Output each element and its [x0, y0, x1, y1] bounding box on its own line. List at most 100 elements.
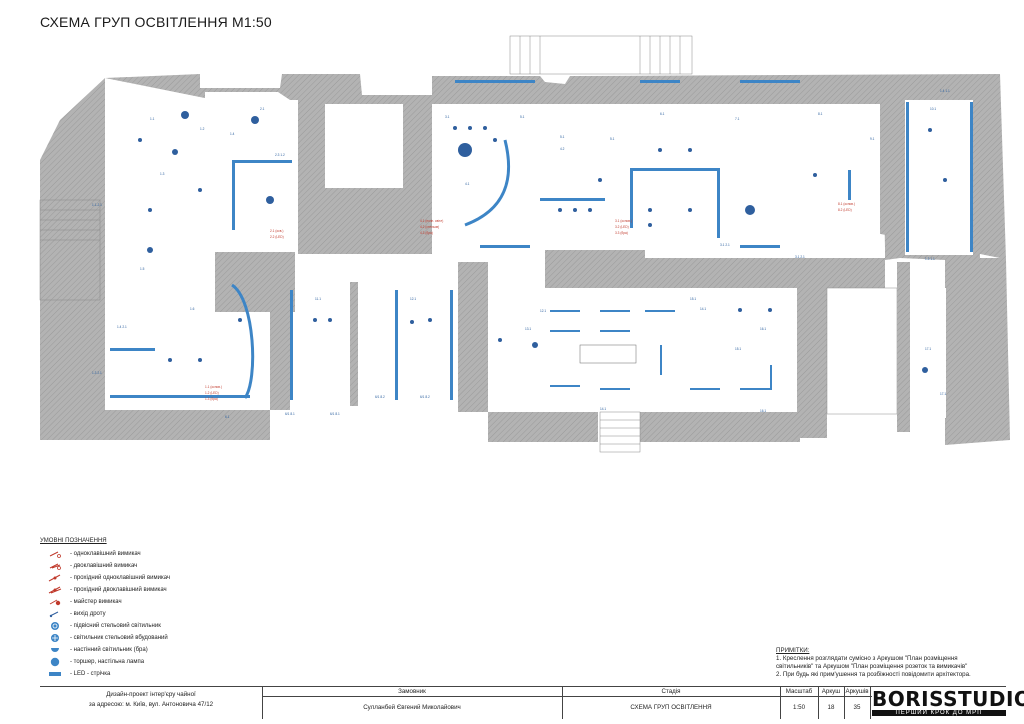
bar-counter [464, 139, 511, 227]
plan-group-label: 10.1 [930, 107, 936, 111]
notes-heading: ПРИМІТКИ: [776, 647, 810, 654]
svg-text:3.1 2.1: 3.1 2.1 [720, 243, 730, 247]
legend-item: - прохідний одноклавішний вимикач [40, 572, 300, 584]
svg-text:1.1-2.1: 1.1-2.1 [92, 203, 102, 207]
rooms [108, 92, 973, 418]
svg-text:3.3 (бра): 3.3 (бра) [615, 231, 628, 235]
legend-label: - двоклавішний вимикач [70, 563, 138, 569]
legend-item: - двоклавішний вимикач [40, 560, 300, 572]
project-line-2: за адресою: м. Київ, вул. Антоновича 47/… [88, 701, 214, 708]
svg-text:4.2 (стельов): 4.2 (стельов) [420, 225, 439, 229]
studio-logo: BORISSTUDIO ПЕРШИЙ КРОК ДО МРІЇ [872, 687, 1024, 717]
legend-item: - підвісний стельовий світильник [40, 620, 300, 632]
plan-group-label: 16.1 [760, 327, 766, 331]
svg-text:1.1 (основ.): 1.1 (основ.) [205, 385, 222, 389]
svg-text:1.3 1.1: 1.3 1.1 [925, 257, 935, 261]
legend: УМОВНІ ПОЗНАЧЕННЯ - одноклавішний вимика… [40, 538, 300, 680]
passthrough-double-switch-icon [40, 586, 70, 594]
plan-group-label: 7.1 [735, 117, 740, 121]
drawing-title: СХЕМА ГРУП ОСВІТЛЕННЯ М1:50 [40, 14, 272, 30]
sheets-header: Аркушів [845, 688, 869, 695]
room-labels: 1.1-2.1 1.4 2.1 1.3 2.1 6.1 2.3 1.2 6/1 … [92, 89, 950, 419]
legend-label: - вихід дроту [70, 611, 106, 617]
plan-group-label: 1.1 [150, 117, 155, 121]
recessed-ceiling-light-icon [40, 633, 70, 643]
double-switch-icon [40, 562, 70, 570]
svg-text:2.3 1.2: 2.3 1.2 [275, 153, 285, 157]
plan-group-label: 11.1 [315, 297, 321, 301]
legend-label: - торшер, настільна лампа [70, 659, 145, 665]
svg-text:6/1 8.1: 6/1 8.1 [285, 412, 295, 416]
plan-group-label: 15.1 [735, 347, 741, 351]
plan-group-label: 9.1 [870, 137, 875, 141]
legend-label: - одноклавішний вимикач [70, 551, 141, 557]
svg-text:2.1 (осв.): 2.1 (осв.) [270, 229, 283, 233]
svg-text:3.1 2.1: 3.1 2.1 [795, 255, 805, 259]
legend-heading: УМОВНІ ПОЗНАЧЕННЯ [40, 538, 107, 544]
reception-curve [231, 283, 255, 399]
legend-item: - одноклавішний вимикач [40, 548, 300, 560]
legend-label: - майстер вимикач [70, 599, 122, 605]
notes: ПРИМІТКИ: 1. Креслення розглядати сумісн… [776, 647, 1006, 679]
switch-annotations: 4.1 (ночн. світл) 4.2 (стельов) 4.3 (бра… [205, 202, 855, 401]
legend-label: - світильник стельовий вбудований [70, 635, 168, 641]
svg-text:2.2 (LED): 2.2 (LED) [270, 235, 284, 239]
plan-group-label: 14.1 [700, 307, 706, 311]
legend-item: - майстер вимикач [40, 596, 300, 608]
svg-text:15.1: 15.1 [690, 297, 696, 301]
plan-group-label: 3.1 [445, 115, 450, 119]
stage-header: Стадія [661, 688, 681, 695]
svg-text:1.3 2.1: 1.3 2.1 [92, 371, 102, 375]
led-strips [110, 80, 973, 400]
notes-line: світильників" та Аркушом "План розміщенн… [776, 663, 968, 670]
plan-group-label: 2.1 [260, 107, 265, 111]
client-header: Замовник [398, 688, 426, 695]
svg-text:17.1: 17.1 [940, 392, 946, 396]
svg-text:6/1 8.2: 6/1 8.2 [375, 395, 385, 399]
legend-label: - настінний світильник (бра) [70, 647, 148, 653]
legend-label: - прохідний двоклавішний вимикач [70, 587, 167, 593]
pendant-ceiling-light-icon [40, 621, 70, 631]
single-switch-icon [40, 550, 70, 558]
plan-group-label: 1.6 [190, 307, 195, 311]
legend-item: - прохідний двоклавішний вимикач [40, 584, 300, 596]
svg-text:3.2 (LED): 3.2 (LED) [615, 225, 629, 229]
brand-name: BORISSTUDIO [872, 687, 1024, 711]
svg-text:1.4 2.1: 1.4 2.1 [117, 325, 127, 329]
scale-header: Масштаб [785, 688, 813, 695]
master-switch-icon [40, 598, 70, 606]
svg-text:14.1: 14.1 [600, 407, 606, 411]
plan-group-label: 4.1 [465, 182, 470, 186]
project-line-1: Дизайн-проект інтер'єру чайної [106, 691, 196, 698]
plan-group-label: 6.1 [660, 112, 665, 116]
stairs [39, 35, 693, 453]
passthrough-single-switch-icon [40, 574, 70, 582]
plan-group-label: 5.1 [610, 137, 615, 141]
svg-text:1.3 (бра): 1.3 (бра) [205, 397, 218, 401]
stage-value: СХЕМА ГРУП ОСВІТЛЕННЯ [630, 704, 712, 711]
legend-item: - торшер, настільна лампа [40, 656, 300, 668]
svg-text:4.3 (бра): 4.3 (бра) [420, 231, 433, 235]
svg-text:8.2 (LED): 8.2 (LED) [838, 208, 852, 212]
legend-label: - прохідний одноклавішний вимикач [70, 575, 171, 581]
svg-text:1.4 1.1: 1.4 1.1 [940, 89, 950, 93]
svg-text:5.1: 5.1 [520, 115, 525, 119]
plan-group-label: 1.2 [200, 127, 205, 131]
svg-text:12.1: 12.1 [540, 309, 546, 313]
sheet-value: 18 [827, 704, 835, 711]
scale-value: 1:50 [792, 704, 806, 711]
notes-line: 2. При будь які прим'ушення та розбіжнос… [776, 671, 971, 678]
notes-line: 1. Креслення розглядати сумісно з Аркушо… [776, 655, 958, 662]
plan-note-box [579, 344, 637, 364]
svg-text:5.1: 5.1 [560, 135, 565, 139]
sheet-header: Аркуш [821, 688, 841, 695]
svg-text:4.1 (ночн. світл): 4.1 (ночн. світл) [420, 219, 443, 223]
plan-group-label: 17.1 [925, 347, 931, 351]
plan-group-label: 1.3 [160, 172, 165, 176]
floor-lamp-icon [40, 657, 70, 667]
brand-tagline: ПЕРШИЙ КРОК ДО МРІЇ [872, 710, 1006, 716]
svg-text:6/1 8.1: 6/1 8.1 [330, 412, 340, 416]
client-name: Сулланбей Євгений Миколайович [363, 704, 461, 711]
plan-group-label: 4.2 [560, 147, 565, 151]
legend-item: - світильник стельовий вбудований [40, 632, 300, 644]
